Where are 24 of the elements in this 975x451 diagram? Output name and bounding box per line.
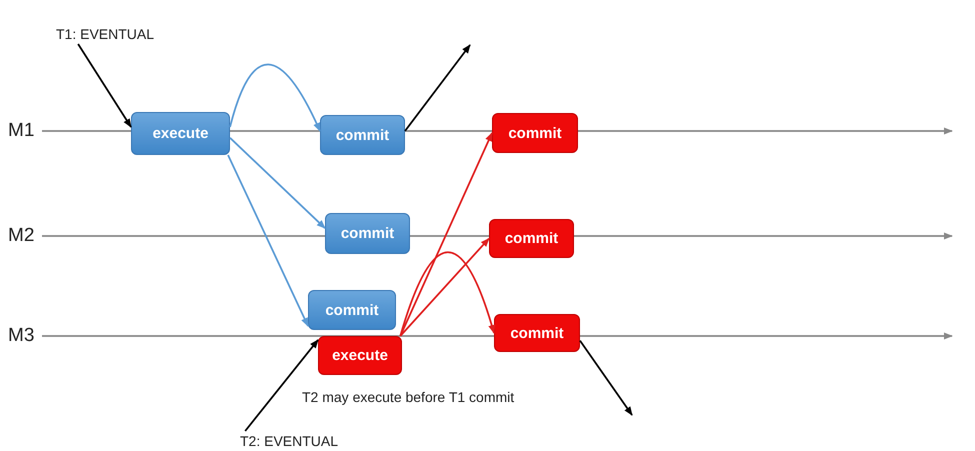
process-box: commit: [325, 213, 410, 254]
arrow: [229, 64, 321, 132]
annotation: T2 may execute before T1 commit: [302, 389, 514, 405]
annotation: T1: EVENTUAL: [56, 24, 186, 44]
timeline-arrow: [42, 332, 953, 340]
process-box: commit: [489, 219, 574, 258]
lane-label: M2: [8, 224, 42, 248]
process-box: commit: [320, 115, 405, 155]
annotation: T2: EVENTUAL: [240, 431, 370, 451]
lane-label: M3: [8, 324, 42, 348]
arrow: [579, 340, 633, 416]
process-box: execute: [318, 336, 402, 375]
arrow: [400, 238, 490, 337]
arrow: [244, 339, 319, 432]
process-box: commit: [308, 290, 396, 330]
arrow: [227, 154, 309, 327]
process-box: commit: [494, 314, 580, 352]
lane-label: M1: [8, 119, 42, 143]
arrow: [399, 251, 496, 336]
arrow: [229, 137, 326, 229]
arrow: [77, 44, 132, 128]
arrow: [404, 44, 471, 132]
process-box: execute: [131, 112, 230, 155]
process-box: commit: [492, 113, 578, 153]
